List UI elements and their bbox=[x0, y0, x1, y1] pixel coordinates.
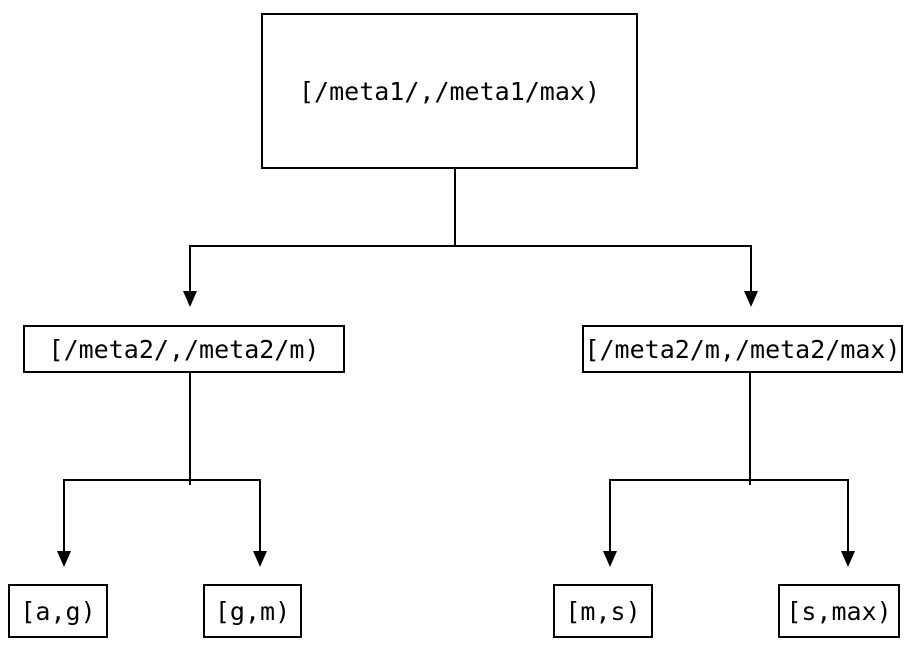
arrowhead-icon bbox=[744, 291, 758, 307]
tree-node-leaf-gm: [g,m) bbox=[203, 584, 302, 638]
tree-node-meta2-low: [/meta2/,/meta2/m) bbox=[23, 325, 345, 373]
tree-node-meta2-high: [/meta2/m,/meta2/max) bbox=[582, 325, 903, 373]
arrowhead-icon bbox=[253, 551, 267, 567]
tree-node-leaf-ag: [a,g) bbox=[8, 584, 108, 638]
arrowhead-icon bbox=[603, 551, 617, 567]
tree-node-leaf-smax-label: [s,max) bbox=[786, 596, 892, 626]
tree-node-root: [/meta1/,/meta1/max) bbox=[261, 13, 638, 169]
tree-node-leaf-ms-label: [m,s) bbox=[565, 596, 641, 626]
edge-root-to-children bbox=[183, 169, 758, 307]
edge-meta2-low-to-children bbox=[57, 373, 267, 567]
tree-node-root-label: [/meta1/,/meta1/max) bbox=[298, 76, 601, 106]
tree-node-leaf-gm-label: [g,m) bbox=[214, 596, 291, 626]
tree-node-leaf-smax: [s,max) bbox=[778, 584, 900, 638]
arrowhead-icon bbox=[841, 551, 855, 567]
tree-node-leaf-ag-label: [a,g) bbox=[20, 596, 96, 626]
tree-node-meta2-low-label: [/meta2/,/meta2/m) bbox=[48, 334, 320, 364]
tree-node-meta2-high-label: [/meta2/m,/meta2/max) bbox=[584, 334, 901, 364]
arrowhead-icon bbox=[183, 291, 197, 307]
tree-node-leaf-ms: [m,s) bbox=[553, 584, 653, 638]
arrowhead-icon bbox=[57, 551, 71, 567]
edge-meta2-high-to-children bbox=[603, 373, 855, 567]
